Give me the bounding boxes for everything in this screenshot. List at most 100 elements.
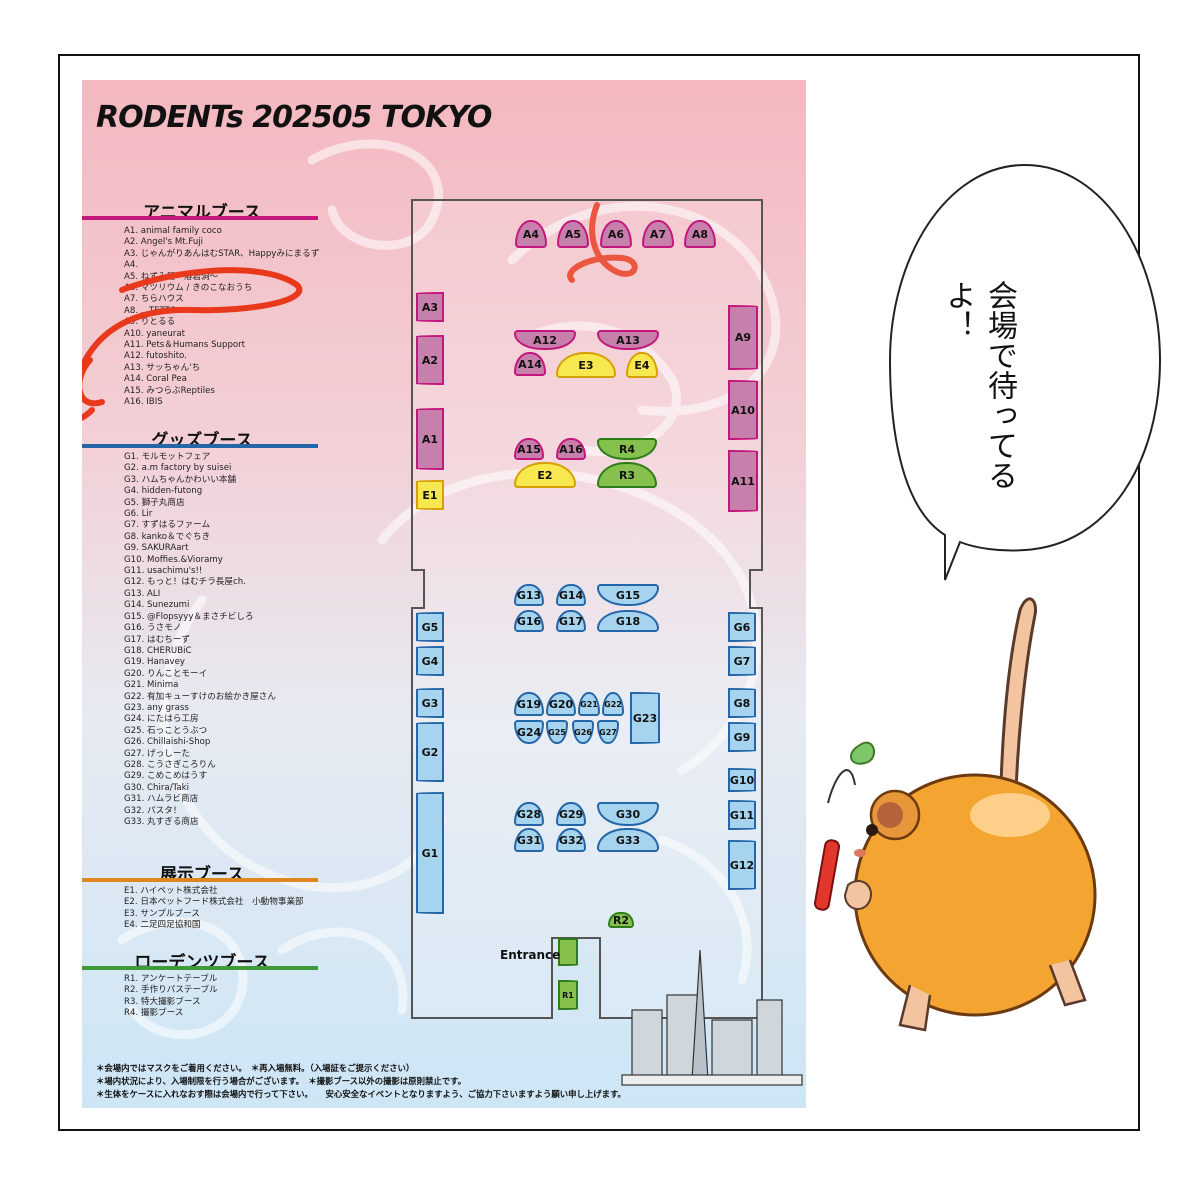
goods-booth-list-item: G24. にたはら工房 (124, 714, 199, 725)
goods-booth-list-item: G32. パスタ！ (124, 805, 182, 816)
booth-g16: G16 (514, 610, 544, 632)
rodents-booth-list-item: R4. 撮影ブース (124, 1008, 184, 1019)
booth-r1: R1 (558, 980, 578, 1010)
rat-mascot-illustration (813, 597, 1097, 1032)
booth-e3: E3 (556, 352, 616, 378)
booth-g9: G9 (728, 722, 756, 752)
goods-booth-list-item: G17. はむちーず (124, 634, 191, 645)
animal-booth-list-item: A1. animal family coco (124, 226, 222, 236)
goods-booth-list-item: G30. Chira/Taki (124, 782, 190, 793)
goods-booth-list-item: G27. げっしーた (124, 748, 191, 759)
hall-outline (411, 199, 763, 1019)
booth-a6: A6 (600, 220, 632, 248)
booth-e2: E2 (514, 462, 576, 488)
booth-r2: R2 (608, 912, 634, 928)
booth-g29: G29 (556, 802, 586, 826)
animal-booth-list-item: A10. yaneurat (124, 328, 185, 339)
booth-g2: G2 (416, 722, 444, 782)
animal-booth-list-item: A2. Angel's Mt.Fuji (124, 237, 204, 248)
exhibit-booth-list-item: E3. サンプルブース (124, 908, 200, 919)
goods-booth-list-item: G2. a.m factory by suisei (124, 463, 232, 474)
goods-booth-list-item: G18. CHERUBiC (124, 645, 192, 656)
booth-a11: A11 (728, 450, 758, 512)
goods-booth-list-item: G21. Minima (124, 680, 179, 691)
goods-booth-list-item: G15. @Flopsyyy＆まさチビしろ (124, 611, 254, 622)
goods-booth-list-item: G22. 有加キューすけのお絵かき屋さん (124, 691, 276, 702)
booth-g22: G22 (602, 692, 624, 716)
booth-r4: R4 (597, 438, 657, 460)
exhibit-booth-list-item: E4. 二足四足協和国 (124, 920, 201, 931)
booth-e1: E1 (416, 480, 444, 510)
booth-a3: A3 (416, 292, 444, 322)
entrance-marker (558, 938, 578, 966)
rodents-booth-list-item: R1. アンケートテーブル (124, 974, 218, 984)
animal-booth-list-item: A7. ちらハウス (124, 294, 184, 305)
goods-booth-list-item: G6. Lir (124, 509, 153, 520)
goods-booth-list-item: G8. kanko＆でぐちき (124, 531, 211, 542)
goods-booth-list-item: G3. ハムちゃんかわいい本舗 (124, 474, 237, 485)
goods-booth-list-item: G1. モルモットフェア (124, 452, 211, 462)
booth-a14: A14 (514, 352, 546, 376)
booth-g20: G20 (546, 692, 576, 716)
booth-g19: G19 (514, 692, 544, 716)
tokyo-skyline-illustration (621, 949, 803, 1086)
booth-a1: A1 (416, 408, 444, 470)
booth-g1: G1 (416, 792, 444, 914)
animal-booth-list-item: A13. サッちゃん'ち (124, 362, 201, 373)
red-marker-annotations (82, 202, 638, 421)
rodents-section-bar (82, 966, 318, 970)
booth-a10: A10 (728, 380, 758, 440)
goods-booth-list-item: G31. ハムラビ商店 (124, 794, 199, 805)
booth-g10: G10 (728, 768, 756, 792)
animal-booth-list-item: A12. futoshito. (124, 351, 187, 362)
rodents-booth-list-item: R3. 特大撮影ブース (124, 996, 201, 1007)
booth-g33: G33 (597, 828, 659, 852)
poster-notes: ＊会場内ではマスクをご着用ください。 ＊再入場無料。（入場証をご提示ください）＊… (96, 1062, 626, 1101)
goods-booth-list-item: G25. 石っことうぶつ (124, 725, 208, 736)
animal-section-bar (82, 216, 318, 220)
booth-g24: G24 (514, 720, 544, 744)
goods-booth-list-item: G9. SAKURAart (124, 543, 189, 554)
animal-booth-list-item: A3. じゃんがりあんはむSTAR、Happyみにまるず (124, 248, 320, 259)
booth-g28: G28 (514, 802, 544, 826)
booth-g26: G26 (572, 720, 594, 744)
goods-booth-list-item: G13. ALI (124, 588, 161, 599)
booth-a15: A15 (514, 438, 544, 460)
entrance-label: Entrance (500, 948, 561, 962)
booth-g11: G11 (728, 800, 756, 830)
booth-g6: G6 (728, 612, 756, 642)
booth-g15: G15 (597, 584, 659, 606)
booth-g12: G12 (728, 840, 756, 890)
animal-booth-list-item: A14. Coral Pea (124, 374, 187, 385)
goods-booth-list-item: G26. Chillaishi-Shop (124, 737, 211, 748)
booth-g4: G4 (416, 646, 444, 676)
booth-g13: G13 (514, 584, 544, 606)
goods-booth-list-item: G23. any grass (124, 702, 189, 713)
booth-g27: G27 (597, 720, 619, 744)
goods-booth-list-item: G28. こうさぎころりん (124, 759, 216, 770)
rodents-booth-list-item: R2. 手作りパステーブル (124, 985, 218, 996)
goods-booth-list-item: G14. Sunezumi (124, 600, 190, 611)
booth-a16: A16 (556, 438, 586, 460)
goods-booth-list-item: G11. usachimu's!! (124, 566, 203, 577)
booth-g7: G7 (728, 646, 756, 676)
speech-bubble-text: 会場で待ってるよ！ (940, 280, 1017, 490)
booth-a12: A12 (514, 330, 576, 350)
goods-booth-list-item: G4. hidden-futong (124, 486, 203, 497)
goods-booth-list-item: G29. こめこめはうす (124, 771, 208, 782)
goods-section-bar (82, 444, 318, 448)
booth-a9: A9 (728, 305, 758, 370)
booth-g31: G31 (514, 828, 544, 852)
goods-booth-list-item: G12. もっと！はむチラ長屋ch. (124, 577, 246, 588)
booth-a8: A8 (684, 220, 716, 248)
exhibit-booth-list-item: E1. ハイペット株式会社 (124, 886, 218, 896)
booth-g21: G21 (578, 692, 600, 716)
goods-booth-list-item: G16. うさモノ (124, 623, 182, 634)
goods-booth-list-item: G5. 獅子丸商店 (124, 497, 185, 508)
booth-g32: G32 (556, 828, 586, 852)
animal-booth-list-item: A15. みつらぶReptiles (124, 385, 215, 396)
booth-g17: G17 (556, 610, 586, 632)
booth-e4: E4 (626, 352, 658, 378)
